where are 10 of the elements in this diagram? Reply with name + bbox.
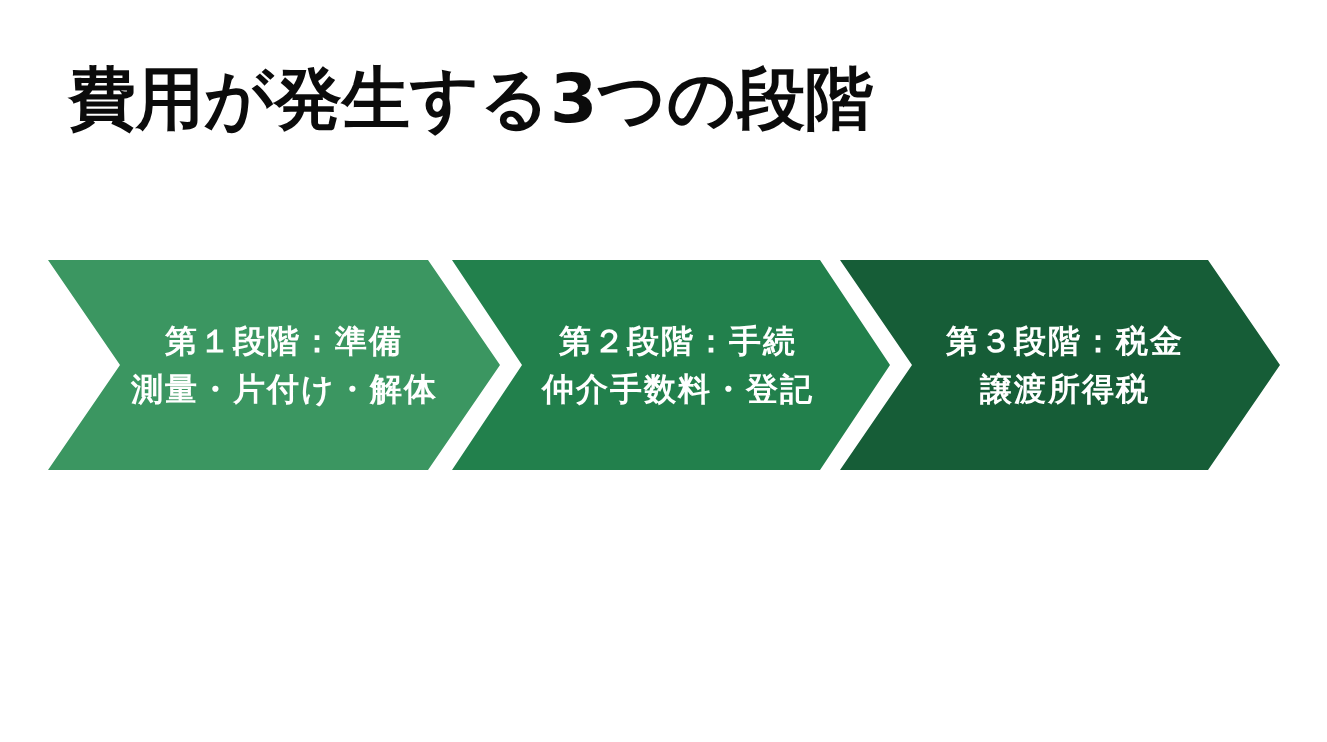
stage-heading: 第３段階：税金 [946,321,1184,361]
title: 費用が発生する3つの段階 [68,58,874,140]
stage-detail: 譲渡所得税 [980,369,1150,409]
stage-heading: 第１段階：準備 [165,321,403,361]
chevron-step [840,260,1280,470]
stage-detail: 仲介手数料・登記 [542,369,814,409]
chevron-step [452,260,890,470]
chevron-step [48,260,500,470]
stage-heading: 第２段階：手続 [559,321,797,361]
stage-detail: 測量・片付け・解体 [130,369,438,409]
